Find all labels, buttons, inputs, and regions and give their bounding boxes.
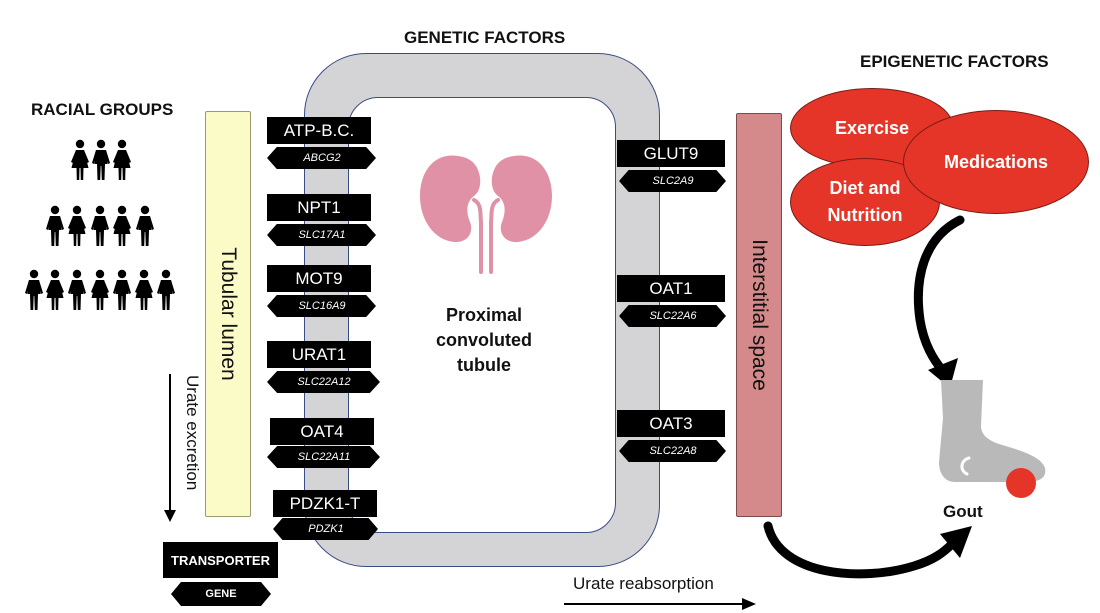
exercise-label: Exercise <box>834 117 910 138</box>
gene-pdzk1: PDZK1 <box>273 518 378 540</box>
proximal-convoluted-tubule-label: Proximal convoluted tubule <box>420 303 548 378</box>
epigenetic-to-gout-arrow <box>913 215 965 388</box>
transporter-oat4: OAT4 <box>270 418 374 445</box>
tubule-label-line-2: convoluted <box>435 330 532 350</box>
tubule-label-line-1: Proximal <box>445 305 523 325</box>
gene-slc16a9: SLC16A9 <box>267 295 376 317</box>
tubule-inner-space <box>348 97 616 533</box>
transporter-urat1: URAT1 <box>267 341 371 368</box>
person-figure-icon <box>68 269 86 310</box>
interstitial-space: Interstitial space <box>736 113 782 517</box>
epigenetic-factors-heading: EPIGENETIC FACTORS <box>860 52 1049 71</box>
person-figure-icon <box>46 205 64 246</box>
diet-label-line-1: Diet and <box>829 178 901 198</box>
legend-gene: GENE <box>171 582 271 606</box>
gene-slc22a12: SLC22A12 <box>267 371 380 393</box>
diet-label-line-2: Nutrition <box>827 205 903 225</box>
gene-slc22a6: SLC22A6 <box>619 305 726 327</box>
person-figure-icon <box>157 269 175 310</box>
urate-excretion-arrow <box>164 374 176 522</box>
urate-reabsorption-arrow <box>564 598 756 610</box>
racial-groups-heading: RACIAL GROUPS <box>31 100 174 119</box>
legend-transporter: TRANSPORTER <box>163 542 278 578</box>
person-figure-icon <box>135 269 153 310</box>
person-figure-icon <box>68 205 86 246</box>
tubule-label-line-3: tubule <box>457 355 511 375</box>
foot-icon <box>939 380 1046 482</box>
gene-slc22a11: SLC22A11 <box>267 446 380 468</box>
person-figure-icon <box>113 139 131 180</box>
gene-slc17a1: SLC17A1 <box>267 224 376 246</box>
person-figure-icon <box>25 269 43 310</box>
transporter-oat1: OAT1 <box>617 275 725 302</box>
racial-groups-people <box>25 139 175 310</box>
gene-abcg2: ABCG2 <box>267 147 376 169</box>
medications-factor: Medications <box>903 110 1089 214</box>
urate-reabsorption-label: Urate reabsorption <box>573 574 714 593</box>
person-figure-icon <box>92 139 110 180</box>
transporter-glut9: GLUT9 <box>617 140 725 167</box>
person-figure-icon <box>91 269 109 310</box>
tubular-lumen: Tubular lumen <box>205 111 251 517</box>
transporter-oat3: OAT3 <box>617 410 725 437</box>
transporter-atp-bc: ATP-B.C. <box>267 117 371 144</box>
interstitial-space-label: Interstitial space <box>748 239 771 391</box>
gene-slc22a8: SLC22A8 <box>619 440 726 462</box>
interstitial-to-gout-arrow <box>763 521 972 579</box>
gout-label: Gout <box>943 502 983 521</box>
genetic-factors-heading: GENETIC FACTORS <box>404 28 566 47</box>
transporter-pdzk1-t: PDZK1-T <box>273 490 377 517</box>
transporter-npt1: NPT1 <box>267 194 371 221</box>
person-figure-icon <box>113 205 131 246</box>
person-figure-icon <box>91 205 109 246</box>
kidneys-icon <box>420 155 552 274</box>
urate-excretion-label: Urate excretion <box>183 375 202 491</box>
person-figure-icon <box>113 269 131 310</box>
gout-inflammation-icon <box>1006 468 1036 498</box>
tubular-lumen-label: Tubular lumen <box>217 247 240 381</box>
gene-slc2a9: SLC2A9 <box>619 170 726 192</box>
person-figure-icon <box>71 139 89 180</box>
person-figure-icon <box>136 205 154 246</box>
transporter-mot9: MOT9 <box>267 265 371 292</box>
medications-label: Medications <box>943 151 1049 172</box>
person-figure-icon <box>46 269 64 310</box>
